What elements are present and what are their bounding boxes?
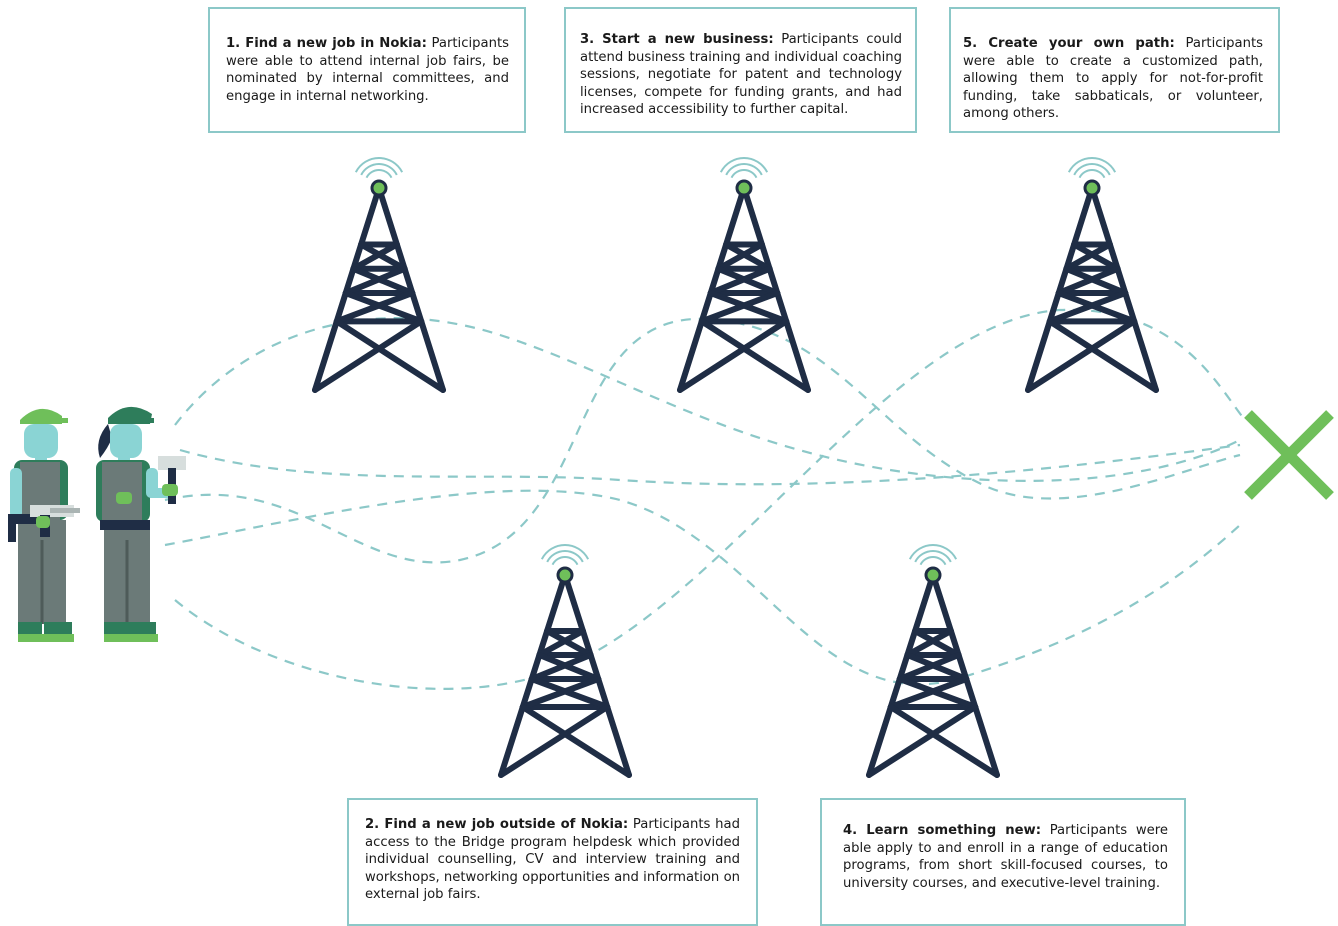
option-description-1: Participants were able to attend interna… [226, 36, 509, 104]
signal-wave-icon [551, 556, 579, 566]
signal-wave-icon [725, 163, 763, 176]
option-description-5: Participants were able to create a custo… [963, 36, 1263, 121]
option-box-1: 1. Find a new job in Nokia: Participants… [208, 7, 526, 133]
workers-icon [8, 406, 186, 642]
signal-wave-icon [730, 169, 758, 179]
option-description-3: Participants could attend business train… [580, 32, 903, 117]
signal-dot [735, 179, 753, 197]
option-box-3: 3. Start a new business: Participants co… [564, 7, 917, 133]
signal-wave-icon [360, 163, 398, 176]
option-title-5: 5. Create your own path: [963, 36, 1175, 51]
option-title-1: 1. Find a new job in Nokia: [226, 36, 427, 51]
path-line [174, 317, 1241, 482]
radio-tower-icon [312, 157, 446, 393]
signal-wave-icon [354, 157, 404, 173]
radio-tower-icon [1025, 156, 1159, 393]
option-box-2: 2. Find a new job outside of Nokia: Part… [347, 798, 758, 926]
option-description-2: Participants had access to the Bridge pr… [365, 817, 740, 902]
option-box-5: 5. Create your own path: Participants we… [949, 7, 1280, 133]
path-line [179, 443, 1241, 486]
x-mark-icon [1244, 410, 1334, 500]
path-line [164, 489, 1241, 686]
option-title-4: 4. Learn something new: [843, 823, 1042, 838]
option-text-5: 5. Create your own path: Participants we… [963, 35, 1263, 123]
worker-with-drill [8, 408, 80, 642]
signal-dot [556, 566, 574, 584]
signal-wave-icon [919, 556, 947, 566]
signal-wave-icon [546, 550, 584, 563]
option-description-4: Participants were able apply to and enro… [843, 823, 1168, 891]
option-box-4: 4. Learn something new: Participants wer… [820, 798, 1186, 926]
option-title-2: 2. Find a new job outside of Nokia: [365, 817, 629, 832]
signal-wave-icon [1073, 163, 1111, 176]
towers [312, 156, 1159, 778]
signal-wave-icon [719, 157, 769, 173]
option-text-4: 4. Learn something new: Participants wer… [843, 822, 1168, 892]
signal-wave-icon [914, 550, 952, 563]
option-text-3: 3. Start a new business: Participants co… [580, 31, 902, 119]
path-line [164, 317, 1241, 564]
path-line [174, 308, 1246, 690]
radio-tower-icon [677, 157, 811, 393]
option-title-3: 3. Start a new business: [580, 32, 774, 47]
option-text-2: 2. Find a new job outside of Nokia: Part… [365, 816, 740, 904]
signal-wave-icon [540, 544, 590, 560]
signal-dot [1083, 179, 1101, 197]
career-paths [164, 308, 1246, 690]
signal-wave-icon [365, 169, 393, 179]
option-text-1: 1. Find a new job in Nokia: Participants… [226, 35, 509, 105]
radio-tower-icon [498, 544, 632, 778]
signal-wave-icon [908, 544, 958, 560]
signal-wave-icon [1078, 169, 1106, 179]
signal-dot [370, 179, 388, 197]
signal-dot [924, 566, 942, 584]
signal-wave-icon [1067, 156, 1117, 173]
worker-with-hammer [96, 406, 186, 642]
radio-tower-icon [866, 544, 1000, 778]
